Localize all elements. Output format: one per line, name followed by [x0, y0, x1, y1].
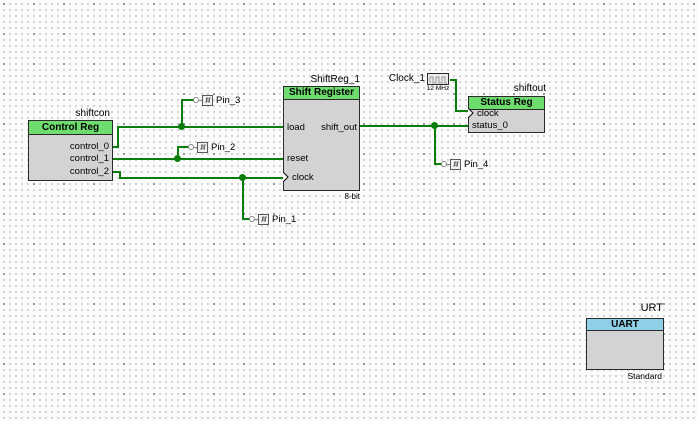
digital-pin-icon [258, 213, 269, 225]
wire-control0-riser[interactable] [117, 127, 119, 148]
shift-reg-size-note: 8-bit [344, 192, 360, 201]
pin2-component[interactable]: Pin_2 [188, 141, 235, 153]
status-reg-header: Status Reg [469, 97, 544, 110]
status-reg-instance-label: shiftout [513, 83, 546, 94]
wire-clock1-to-statusclock[interactable] [455, 110, 469, 112]
shift-reg-port-shift-out: shift_out [321, 122, 357, 133]
pin-connector [194, 146, 197, 148]
junction-dot-clock-rail[interactable] [239, 174, 246, 181]
shift-reg-port-load: load [287, 122, 305, 133]
clock-waveform-icon[interactable] [427, 73, 449, 85]
pin1-component[interactable]: Pin_1 [249, 213, 296, 225]
junction-dot-load-rail[interactable] [178, 123, 185, 130]
shift-reg-component[interactable]: Shift Register load shift_out reset cloc… [283, 86, 360, 191]
pin3-label: Pin_3 [216, 94, 241, 106]
pin1-label: Pin_1 [272, 213, 297, 225]
shift-reg-port-clock: clock [292, 172, 314, 183]
wire-pin4-dropper[interactable] [434, 126, 436, 165]
digital-pin-icon [202, 94, 213, 106]
wire-control0-stub[interactable] [113, 146, 119, 148]
wire-pin1-branch[interactable] [242, 218, 252, 220]
status-reg-port-clock: clock [477, 108, 499, 119]
wire-control2-stub[interactable] [113, 171, 121, 173]
pin-terminal-icon [249, 216, 255, 222]
pin4-component[interactable]: Pin_4 [441, 158, 488, 170]
clock1-instance-label: Clock_1 [388, 73, 425, 84]
uart-variant-note: Standard [627, 371, 663, 381]
clock-chevron-icon [468, 107, 474, 119]
uart-header: UART [587, 319, 663, 331]
wire-pin1-dropper[interactable] [242, 178, 244, 220]
pin-connector [255, 218, 258, 220]
shift-reg-port-reset: reset [287, 153, 309, 164]
uart-instance-label: URT [640, 302, 663, 314]
wire-control0-to-load[interactable] [117, 126, 284, 128]
wire-pin4-branch[interactable] [434, 163, 444, 165]
pin4-label: Pin_4 [464, 158, 489, 170]
shift-reg-instance-label: ShiftReg_1 [310, 74, 360, 85]
junction-dot-shiftout-rail[interactable] [431, 122, 438, 129]
uart-component[interactable]: UART [586, 318, 664, 370]
pin2-label: Pin_2 [211, 141, 236, 153]
status-reg-component[interactable]: Status Reg clock status_0 [468, 96, 545, 133]
clock-chevron-icon [283, 171, 289, 183]
wire-pin2-branch[interactable] [177, 146, 191, 148]
status-reg-port-status0: status_0 [472, 120, 508, 131]
wire-clock1-dropper[interactable] [455, 79, 457, 112]
pin-connector [447, 163, 450, 165]
pin-connector [199, 99, 202, 101]
wire-clock1-stub[interactable] [450, 79, 457, 81]
control-reg-port-control1: control_1 [69, 153, 109, 164]
digital-pin-icon [197, 141, 208, 153]
wire-control1-to-reset[interactable] [113, 158, 284, 160]
pin3-component[interactable]: Pin_3 [193, 94, 240, 106]
pin-terminal-icon [193, 97, 199, 103]
wire-control2-dropper[interactable] [119, 171, 121, 179]
control-reg-instance-label: shiftcon [75, 108, 110, 119]
wire-control2-to-clock[interactable] [119, 177, 284, 179]
control-reg-component[interactable]: Control Reg control_0 control_1 control_… [28, 120, 113, 181]
control-reg-port-control2: control_2 [69, 166, 109, 177]
junction-dot-reset-rail[interactable] [174, 155, 181, 162]
wire-pin2-riser[interactable] [177, 146, 179, 160]
shift-reg-header: Shift Register [284, 87, 359, 100]
pin-terminal-icon [188, 144, 194, 150]
digital-pin-icon [450, 158, 461, 170]
wire-pin3-branch[interactable] [181, 99, 196, 101]
control-reg-header: Control Reg [29, 121, 112, 135]
wire-shiftout-to-status0[interactable] [360, 125, 469, 127]
pin-terminal-icon [441, 161, 447, 167]
control-reg-port-control0: control_0 [69, 141, 109, 152]
wire-pin3-riser[interactable] [181, 100, 183, 128]
clock1-frequency-label: 12 MHz [426, 85, 450, 92]
